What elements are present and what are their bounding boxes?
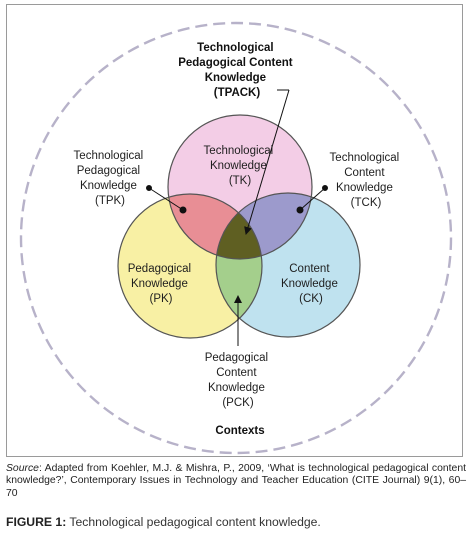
outline-ck bbox=[215, 192, 361, 338]
contexts-ring bbox=[19, 21, 453, 455]
tck-label-dot bbox=[322, 185, 328, 191]
tck-label: Technological Content Knowledge (TCK) bbox=[330, 152, 403, 209]
figure-title: Technological pedagogical content knowle… bbox=[66, 515, 321, 529]
figure-frame bbox=[6, 4, 463, 457]
tk-label: Technological Knowledge (TK) bbox=[204, 145, 277, 187]
tck-leader-line bbox=[299, 187, 326, 211]
pck-label: Pedagogical Content Knowledge (PCK) bbox=[205, 352, 272, 409]
tpk-leader-line bbox=[148, 187, 184, 211]
outline-tk bbox=[167, 114, 313, 260]
contexts-label: Contexts bbox=[215, 425, 264, 437]
outline-pk bbox=[117, 193, 263, 339]
figure-caption: FIGURE 1: Technological pedagogical cont… bbox=[6, 515, 466, 529]
tpk-pointer-dot bbox=[179, 206, 187, 214]
source-label: Source bbox=[6, 463, 39, 474]
tck-pointer-dot bbox=[296, 206, 304, 214]
source-note: Source: Adapted from Koehler, M.J. & Mis… bbox=[6, 463, 466, 500]
tpack-arrow bbox=[244, 89, 290, 235]
pk-label: Pedagogical Knowledge (PK) bbox=[128, 263, 195, 305]
tpk-label: Technological Pedagogical Knowledge (TPK… bbox=[74, 150, 147, 207]
tpack-title: Technological Pedagogical Content Knowle… bbox=[178, 42, 296, 99]
tpack-venn-diagram: Technological Pedagogical Content Knowle… bbox=[19, 21, 453, 455]
ck-label: Content Knowledge (CK) bbox=[281, 263, 341, 305]
tpk-label-dot bbox=[146, 185, 152, 191]
source-text: : Adapted from Koehler, M.J. & Mishra, P… bbox=[6, 463, 466, 499]
figure-number: FIGURE 1: bbox=[6, 515, 67, 529]
